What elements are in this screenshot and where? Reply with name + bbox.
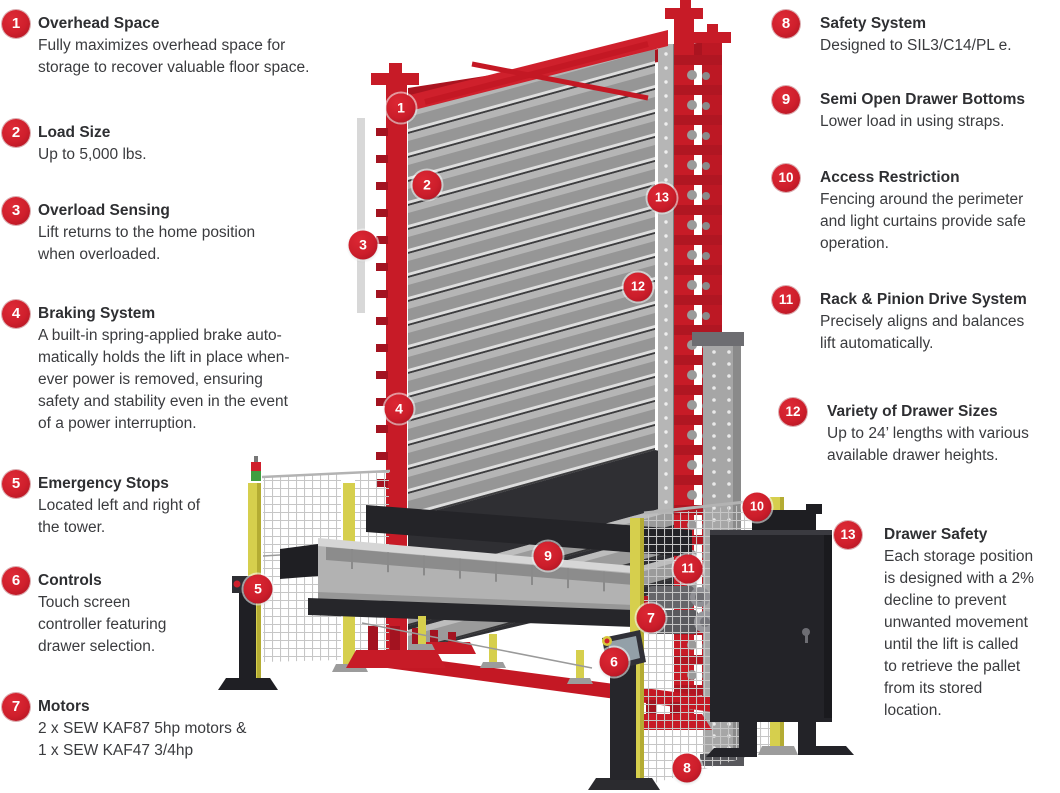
feature-title: Drawer Safety — [884, 526, 988, 543]
feature-body: Touch screen controller featuring drawer… — [38, 594, 167, 655]
feature-overload-sensing: 3 Overload Sensing Lift returns to the h… — [2, 197, 256, 266]
marker-13: 13 — [647, 183, 677, 213]
feature-overhead-space: 1 Overhead Space Fully maximizes overhea… — [2, 10, 310, 79]
feature-badge-12: 12 — [779, 398, 807, 426]
feature-badge-3: 3 — [2, 197, 30, 225]
feature-access-restriction: 10 Access Restriction Fencing around the… — [772, 164, 1026, 255]
feature-braking-system: 4 Braking System A built-in spring-appli… — [2, 300, 290, 435]
feature-body: Up to 24’ lengths with various available… — [827, 425, 1029, 464]
feature-badge-5: 5 — [2, 470, 30, 498]
feature-title: Semi Open Drawer Bottoms — [820, 91, 1025, 108]
feature-badge-7: 7 — [2, 693, 30, 721]
feature-body: A built-in spring-applied brake auto- ma… — [38, 327, 290, 432]
marker-9: 9 — [533, 541, 563, 571]
feature-body: Fully maximizes overhead space for stora… — [38, 37, 310, 76]
marker-1: 1 — [386, 93, 416, 123]
feature-semi-open-drawer-bottoms: 9 Semi Open Drawer Bottoms Lower load in… — [772, 86, 1025, 133]
marker-2: 2 — [412, 170, 442, 200]
feature-badge-8: 8 — [772, 10, 800, 38]
feature-badge-11: 11 — [772, 286, 800, 314]
feature-title: Safety System — [820, 15, 926, 32]
feature-body: Up to 5,000 lbs. — [38, 146, 147, 163]
feature-body: Fencing around the perimeter and light c… — [820, 191, 1026, 252]
feature-title: Load Size — [38, 124, 111, 141]
feature-title: Access Restriction — [820, 169, 960, 186]
marker-8: 8 — [672, 753, 702, 783]
feature-title: Emergency Stops — [38, 475, 169, 492]
feature-safety-system: 8 Safety System Designed to SIL3/C14/PL … — [772, 10, 1012, 57]
marker-6: 6 — [599, 647, 629, 677]
feature-body: Precisely aligns and balances lift autom… — [820, 313, 1025, 352]
feature-badge-13: 13 — [834, 521, 862, 549]
feature-drawer-safety: 13 Drawer Safety Each storage position i… — [834, 521, 1034, 722]
feature-body: 2 x SEW KAF87 5hp motors & 1 x SEW KAF47… — [38, 720, 247, 759]
feature-body: Located left and right of the tower. — [38, 497, 201, 536]
feature-badge-1: 1 — [2, 10, 30, 38]
marker-4: 4 — [384, 394, 414, 424]
feature-badge-6: 6 — [2, 567, 30, 595]
feature-motors: 7 Motors 2 x SEW KAF87 5hp motors & 1 x … — [2, 693, 247, 762]
marker-3: 3 — [348, 230, 378, 260]
feature-title: Motors — [38, 698, 90, 715]
marker-10: 10 — [742, 492, 772, 522]
marker-5: 5 — [243, 574, 273, 604]
feature-body: Designed to SIL3/C14/PL e. — [820, 37, 1012, 54]
feature-badge-9: 9 — [772, 86, 800, 114]
feature-body: Lower load in using straps. — [820, 113, 1005, 130]
feature-body: Lift returns to the home position when o… — [38, 224, 256, 263]
feature-title: Overload Sensing — [38, 202, 170, 219]
feature-controls: 6 Controls Touch screen controller featu… — [2, 567, 167, 658]
feature-title: Rack & Pinion Drive System — [820, 291, 1027, 308]
marker-11: 11 — [673, 554, 703, 584]
marker-12: 12 — [623, 272, 653, 302]
feature-title: Variety of Drawer Sizes — [827, 403, 998, 420]
feature-body: Each storage position is designed with a… — [884, 548, 1034, 719]
marker-7: 7 — [636, 603, 666, 633]
feature-title: Controls — [38, 572, 102, 589]
feature-emergency-stops: 5 Emergency Stops Located left and right… — [2, 470, 201, 539]
feature-badge-4: 4 — [2, 300, 30, 328]
feature-variety-drawer-sizes: 12 Variety of Drawer Sizes Up to 24’ len… — [779, 398, 1029, 467]
feature-rack-pinion-drive: 11 Rack & Pinion Drive System Precisely … — [772, 286, 1027, 355]
feature-title: Braking System — [38, 305, 156, 322]
feature-load-size: 2 Load Size Up to 5,000 lbs. — [2, 119, 147, 166]
feature-badge-10: 10 — [772, 164, 800, 192]
feature-badge-2: 2 — [2, 119, 30, 147]
feature-title: Overhead Space — [38, 15, 160, 32]
